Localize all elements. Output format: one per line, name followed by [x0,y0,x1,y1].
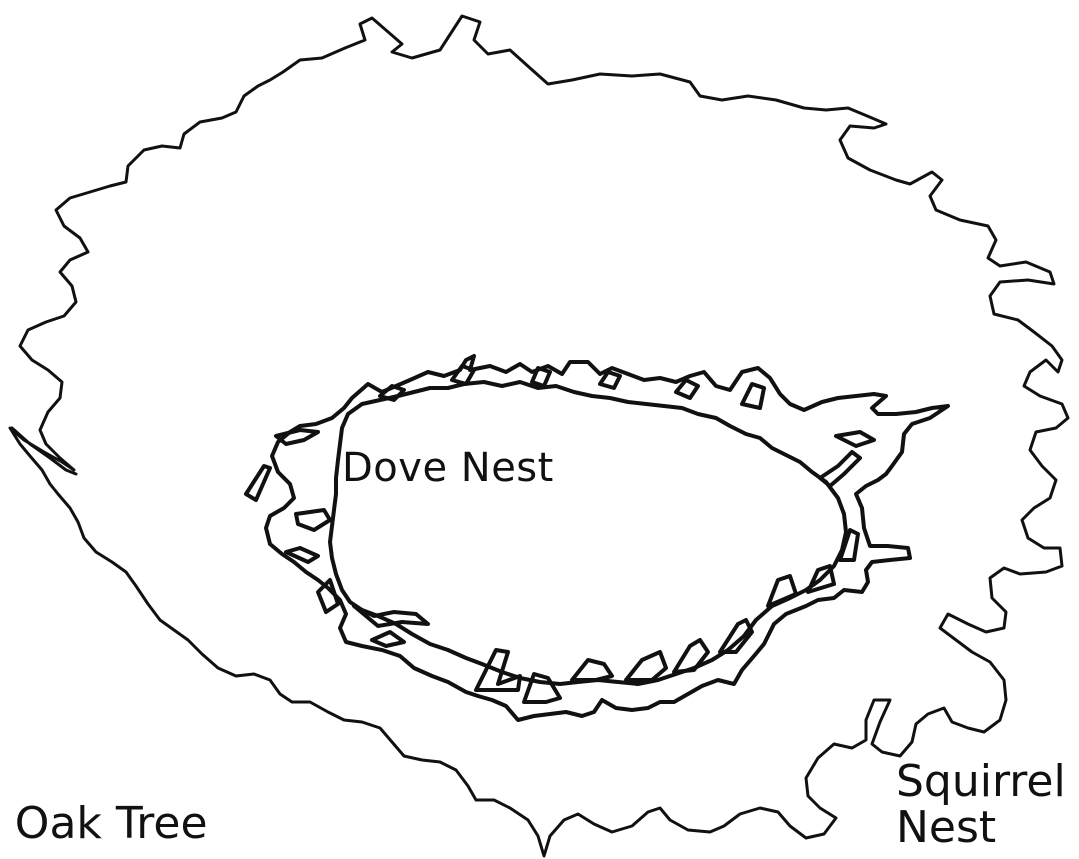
oak-tree-label: : Oak Tree [0,802,208,846]
squirrel-nest-outline [10,16,1068,856]
squirrel-nest-label-line1: Squirrel [896,760,1066,804]
dove-nest-twigs [246,366,874,702]
squirrel-nest-label-line2: Nest [896,806,996,850]
dove-nest-label: Dove Nest [342,448,554,488]
